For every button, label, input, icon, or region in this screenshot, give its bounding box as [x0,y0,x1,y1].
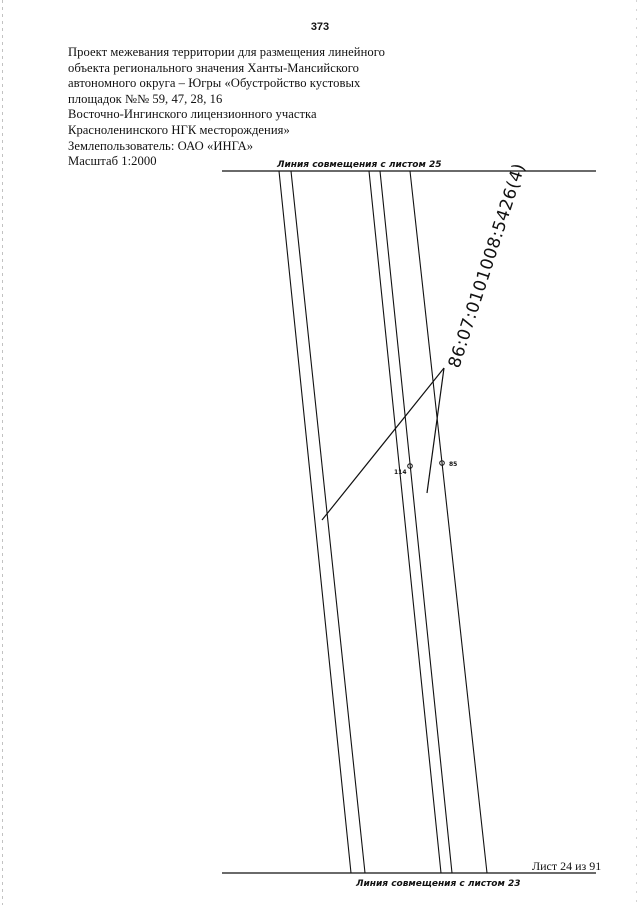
top-match-line-label: Линия совмещения с листом 25 [276,160,442,170]
scan-edge-left [2,0,3,905]
cadastral-number: 86:07:0101008:5426(4) [445,161,530,371]
header-line: площадок №№ 59, 47, 28, 16 [68,91,223,106]
boundary-lines [278,170,488,874]
leader-lines [321,367,445,521]
header-line: автономного округа – Югры «Обустройство … [68,76,361,91]
boundary-point-114: 114 [394,463,413,476]
point-marker [407,463,413,469]
point-label: 114 [394,469,407,476]
boundary-line [409,170,488,874]
leader-line [426,367,445,494]
boundary-point-85: 85 [439,460,457,468]
header-line: Восточно-Ингинского лицензионного участк… [68,107,317,122]
header-line: объекта регионального значения Ханты-Ман… [68,60,359,75]
boundary-line [290,170,366,874]
header-line: Проект межевания территории для размещен… [68,45,385,59]
leader-line [321,367,445,521]
boundary-line [368,170,442,874]
bottom-match-line-label: Линия совмещения с листом 23 [355,879,521,889]
boundary-line [278,170,352,874]
header-block: Проект межевания территории для размещен… [68,45,408,170]
boundary-line [379,170,453,874]
point-marker [439,460,445,466]
header-line: Землепользователь: ОАО «ИНГА» [68,138,254,153]
page-number: 373 [310,21,330,33]
scan-edge-right [636,0,637,905]
header-line: Красноленинского НГК месторождения» [68,122,290,137]
point-label: 85 [449,461,457,468]
scale-label: Масштаб 1:2000 [68,154,157,169]
sheet-number: Лист 24 из 91 [532,859,602,873]
